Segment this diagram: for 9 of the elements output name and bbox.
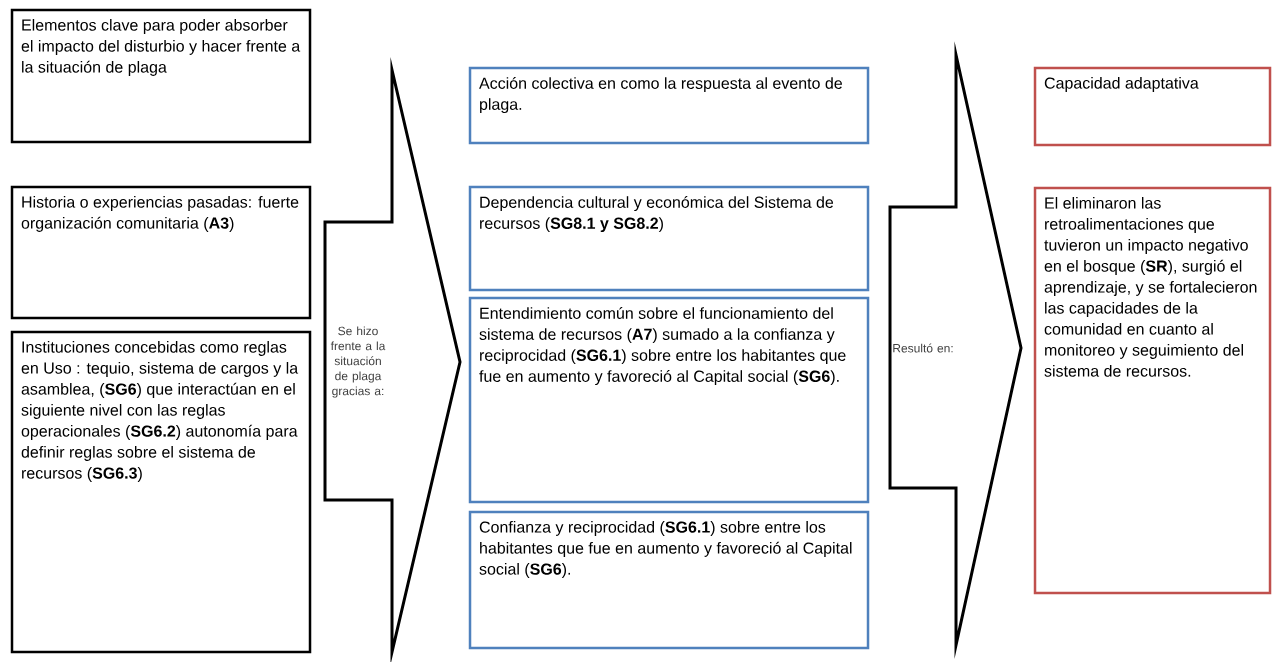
text-box: Instituciones concebidas como reglas en Uso : tequio, sistema de cargos y la asamblea, (SG6) que interactúan en el siguiente nivel con las reglas operacionales (SG6.2) autonomía para definir reglas sobre el sistema de recursos (SG6.3): [10, 330, 312, 654]
text-box: Historia o experiencias pasadas: fuerte organización comunitaria (A3): [10, 185, 312, 320]
text-box: Dependencia cultural y económica del Sistema de recursos (SG8.1 y SG8.2): [468, 185, 870, 292]
text-box: El eliminaron las retroalimentaciones que tuvieron un impacto negativo en el bosque (SR), surgió el aprendizaje, y se fortalecieron las capacidades de la comunidad en cuanto al monitoreo y seguimiento del sistema de recursos.: [1033, 186, 1272, 595]
text-box: Confianza y reciprocidad (SG6.1) sobre entre los habitantes que fue en aumento y favoreció al Capital social (SG6).: [468, 510, 870, 650]
text-box: Elementos clave para poder absorber el impacto del disturbio y hacer frente a la situación de plaga: [10, 8, 312, 144]
text-box: Entendimiento común sobre el funcionamiento del sistema de recursos (A7) sumado a la confianza y reciprocidad (SG6.1) sobre entre los habitantes que fue en aumento y favoreció al Capital social (SG6).: [468, 296, 870, 504]
text-box: Capacidad adaptativa: [1033, 66, 1272, 147]
text-box: Acción colectiva en como la respuesta al evento de plaga.: [468, 66, 870, 145]
